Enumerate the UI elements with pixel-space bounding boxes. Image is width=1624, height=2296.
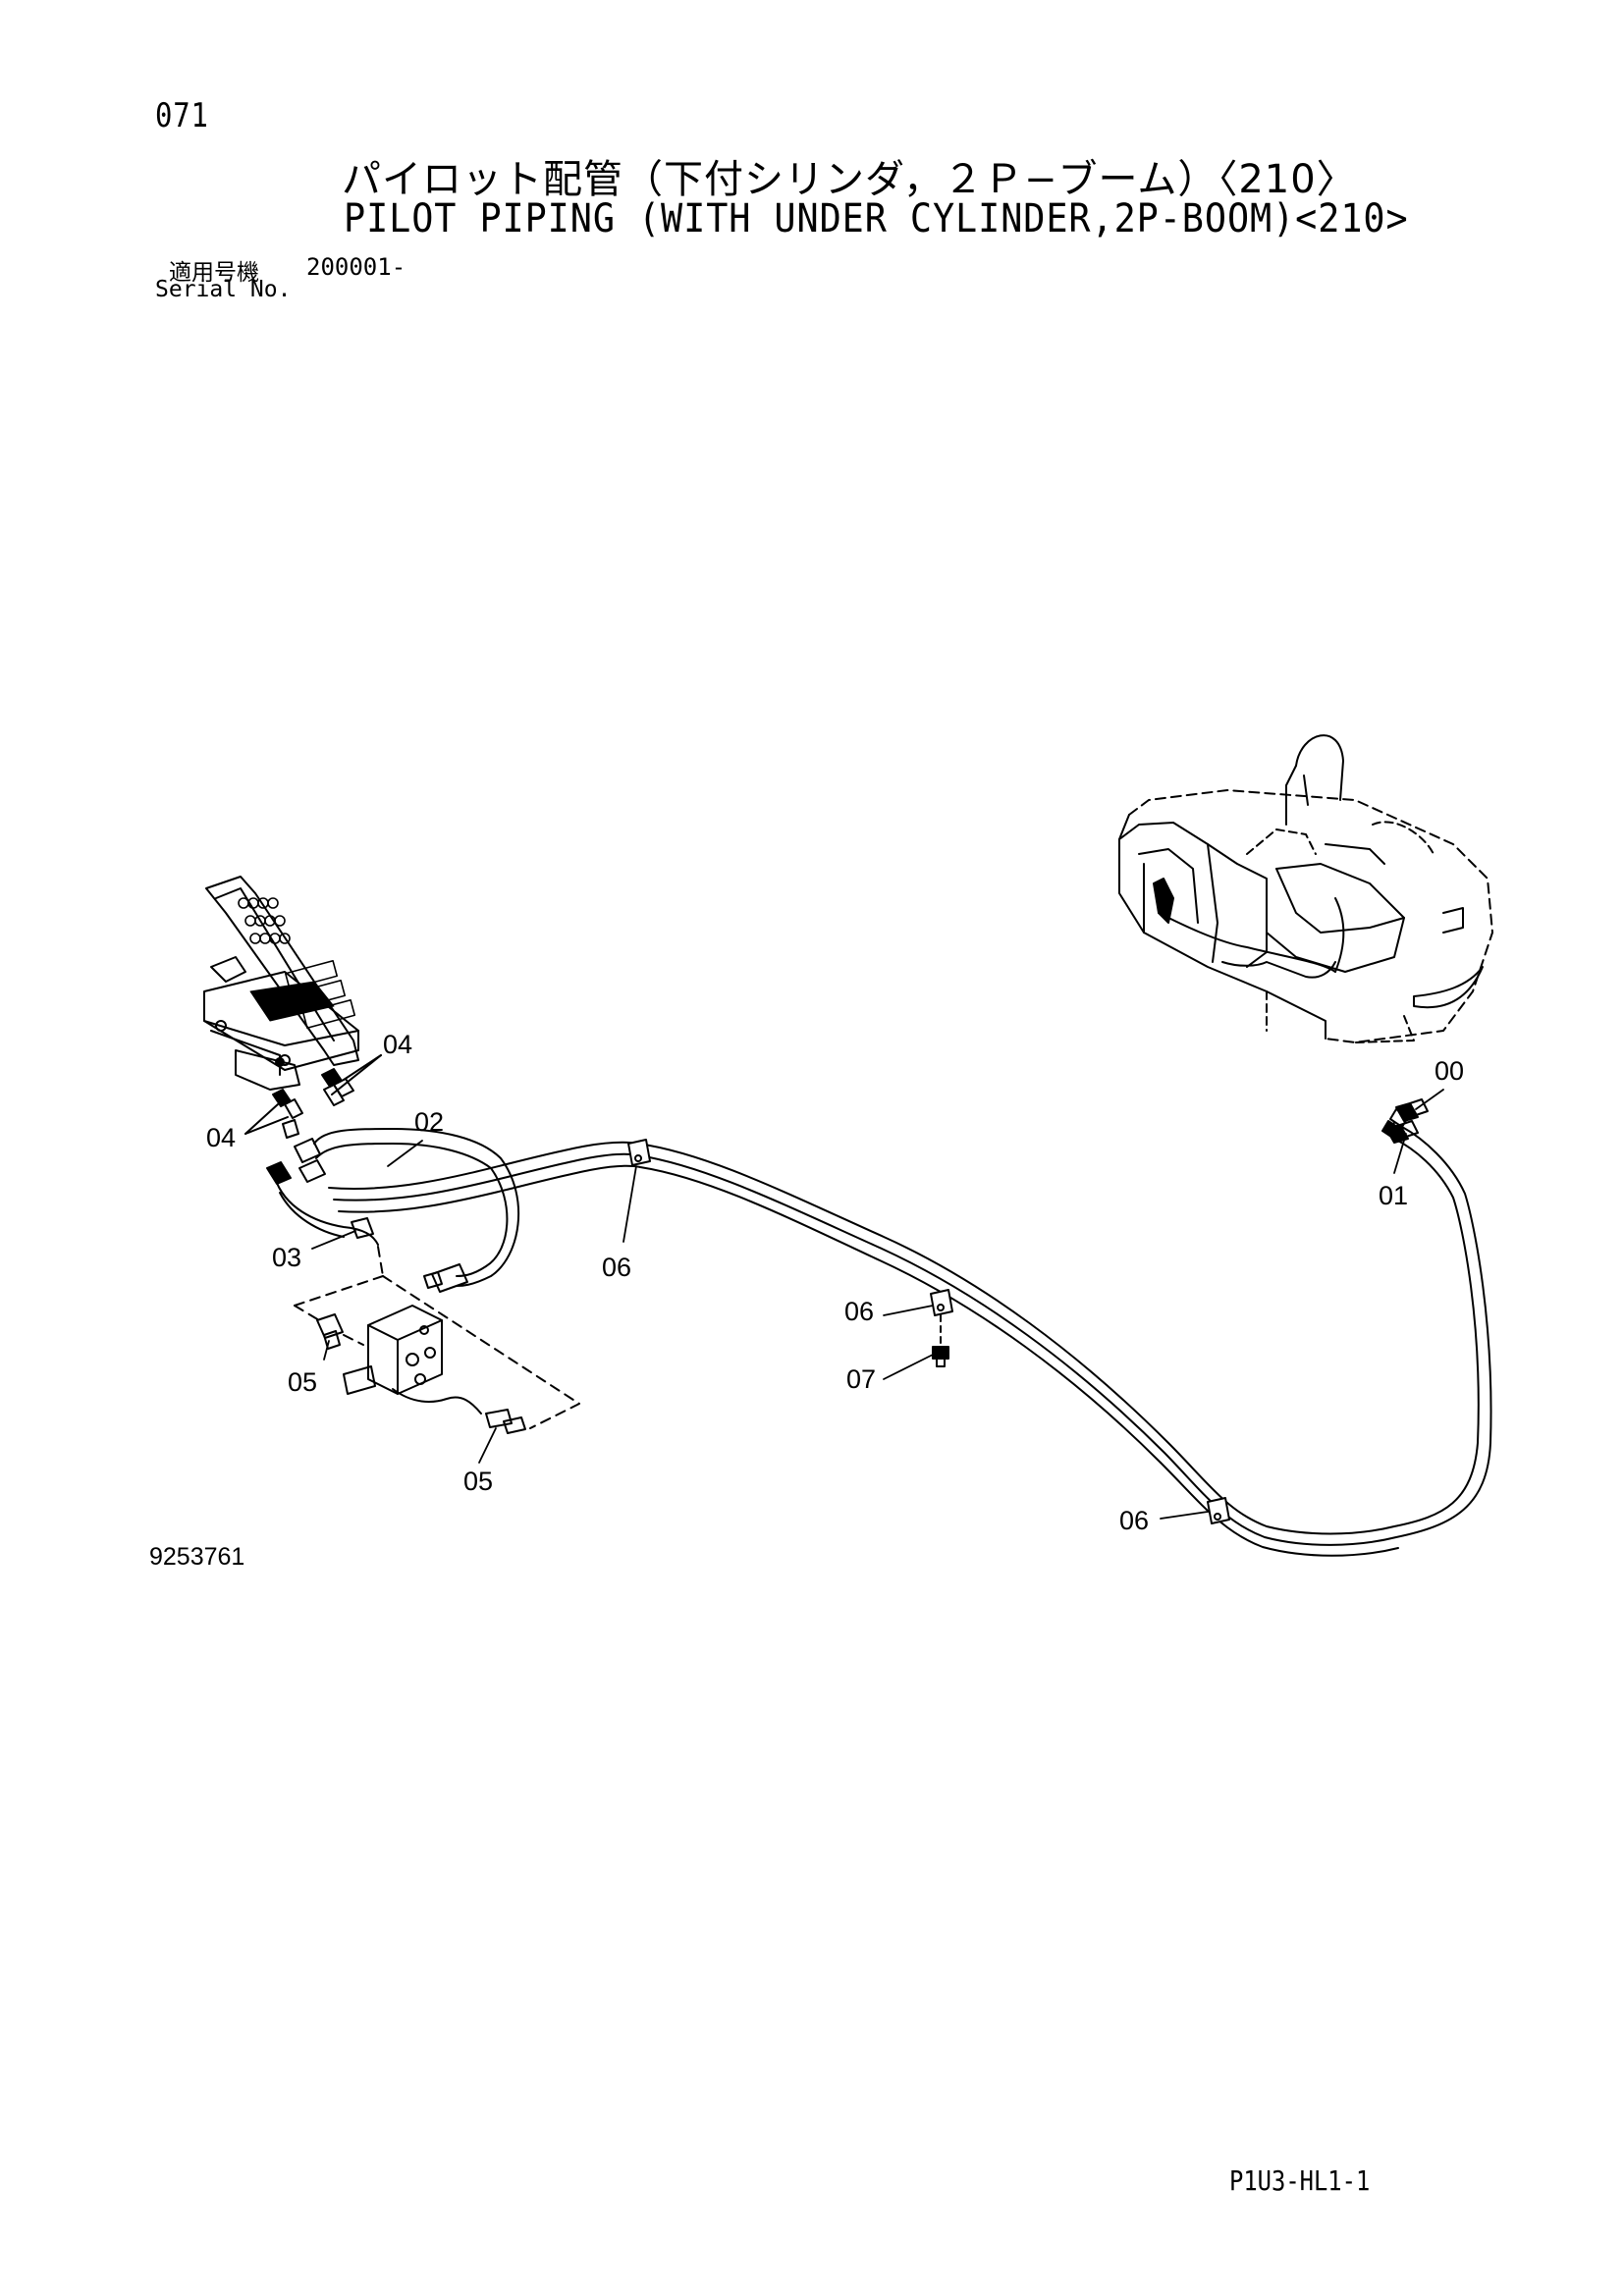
- page-number: 071: [155, 96, 209, 135]
- callout-00: 00: [1435, 1056, 1464, 1086]
- callout-01: 01: [1379, 1181, 1408, 1210]
- pilot-valve-pedal: [203, 876, 359, 1091]
- serial-value: 200001-: [306, 253, 406, 281]
- callout-05a: 05: [288, 1367, 317, 1397]
- leader-04a-2: [331, 1054, 382, 1095]
- callout-05b: 05: [463, 1467, 493, 1496]
- callout-06a: 06: [602, 1253, 631, 1282]
- clamps-06: [627, 1139, 1230, 1524]
- leader-03: [311, 1230, 356, 1250]
- hose-end-fittings-00-01: [1385, 1098, 1429, 1144]
- serial-label-english: Serial No.: [155, 277, 292, 302]
- callout-04b: 04: [206, 1123, 236, 1152]
- fitting-04-group: [272, 1068, 354, 1139]
- callout-06c: 06: [1119, 1506, 1149, 1535]
- callout-leaders: [311, 1089, 1444, 1520]
- machine-overview-sketch: [1118, 734, 1493, 1043]
- long-hose-bundle: [328, 1108, 1492, 1557]
- leader-06b: [883, 1305, 934, 1316]
- callout-07: 07: [846, 1364, 876, 1394]
- leader-07: [883, 1354, 934, 1380]
- hose-03: [266, 1161, 379, 1246]
- leader-04b-1: [244, 1103, 279, 1135]
- callout-03: 03: [272, 1243, 301, 1272]
- bolt-07: [932, 1314, 949, 1367]
- valve-block: [343, 1305, 482, 1415]
- title-english: PILOT PIPING (WITH UNDER CYLINDER,2P-BOO…: [344, 196, 1409, 241]
- sheet-code: P1U3-HL1-1: [1229, 2164, 1371, 2197]
- leader-01: [1393, 1133, 1407, 1174]
- callout-04a: 04: [383, 1030, 412, 1059]
- serial-label-japanese: 適用号機: [169, 260, 259, 286]
- drawing-number: 9253761: [149, 1543, 245, 1571]
- title-japanese: パイロット配管（下付シリンダ，２Ｐ−ブーム）〈210〉: [342, 157, 1357, 202]
- hose-end-fitting: [423, 1271, 443, 1289]
- leader-04b-2: [244, 1116, 289, 1135]
- pressure-switch-05: [316, 1313, 526, 1434]
- assembly-dash-lines: [294, 1246, 580, 1429]
- leader-05a: [323, 1340, 330, 1361]
- leader-06c: [1160, 1511, 1209, 1520]
- leader-02: [387, 1140, 423, 1167]
- callout-06b: 06: [844, 1297, 874, 1326]
- leader-05b: [478, 1427, 497, 1464]
- leader-06a: [623, 1165, 637, 1243]
- leader-00: [1415, 1089, 1444, 1110]
- callout-02: 02: [414, 1107, 444, 1137]
